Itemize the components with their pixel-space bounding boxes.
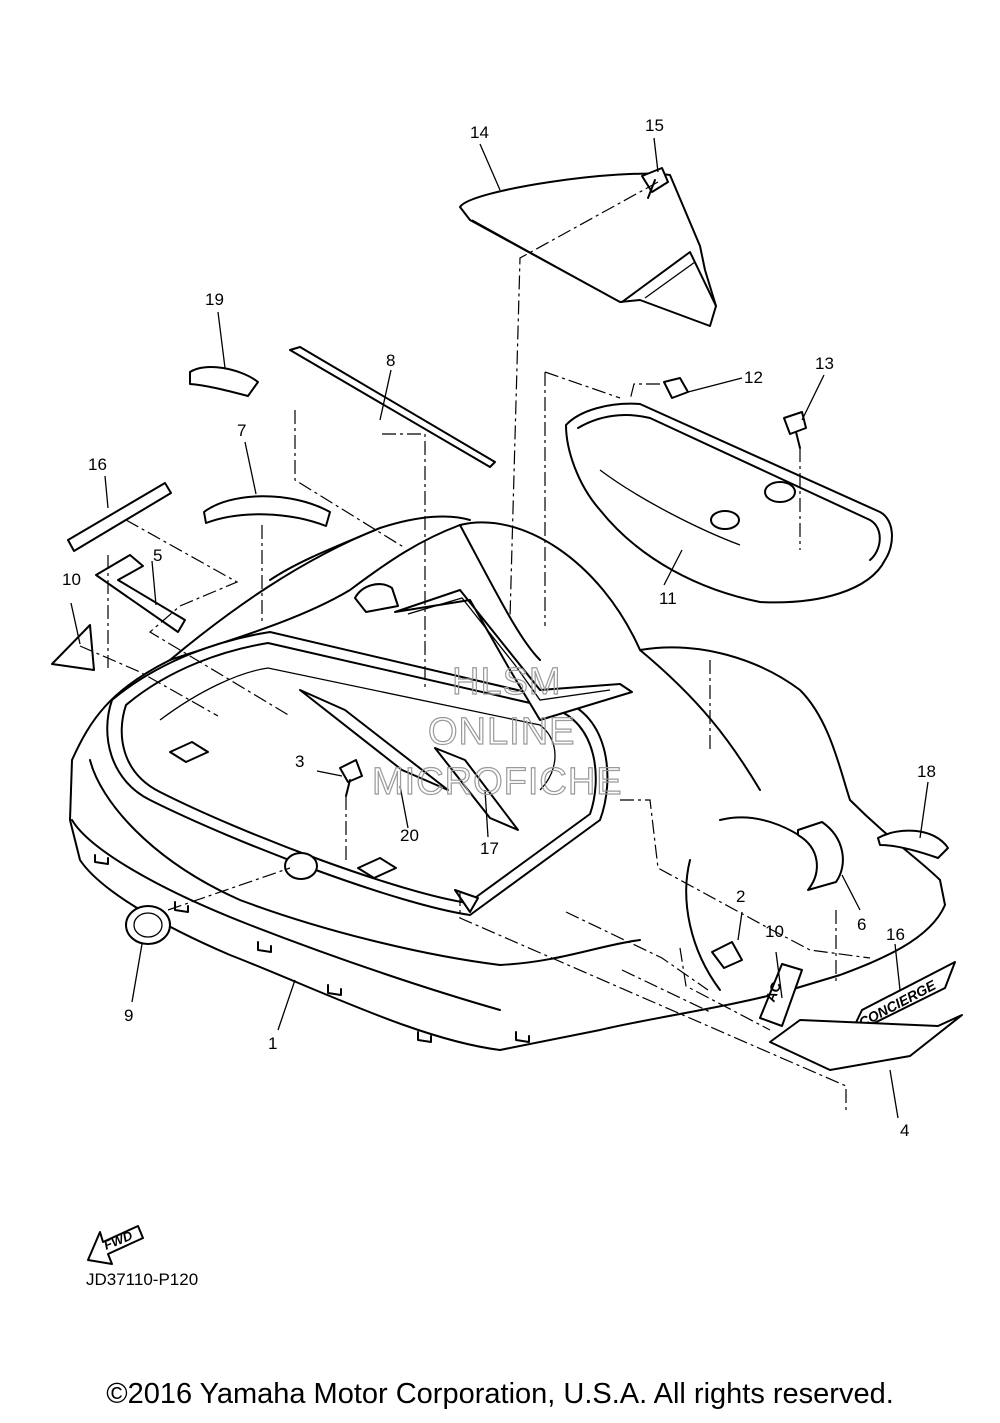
strip-6	[797, 821, 844, 891]
callout-5: 5	[153, 546, 162, 565]
plate-5	[95, 554, 186, 633]
fastener-2	[711, 941, 743, 969]
label-20	[299, 689, 449, 791]
fastener-3	[339, 759, 363, 797]
callout-4: 4	[900, 1121, 909, 1140]
plate-4	[769, 1014, 963, 1071]
grommet-9	[125, 905, 171, 945]
label-10-left	[51, 624, 95, 671]
watermark-line-2: ONLINE	[428, 711, 575, 753]
callout-9: 9	[124, 1006, 133, 1025]
callout-11: 11	[659, 589, 677, 608]
callout-8: 8	[386, 351, 395, 370]
callout-17: 17	[480, 839, 499, 858]
callout-2: 2	[736, 887, 745, 906]
callout-6: 6	[857, 915, 866, 934]
callout-20: 20	[400, 826, 419, 845]
decal-16-left	[67, 482, 172, 552]
callout-19: 19	[205, 290, 224, 309]
callout-numbers: 1 2 3 4 5 6 7 8 9 10 10 11 12 13 14 15 1…	[62, 116, 936, 1140]
storage-tray	[565, 402, 893, 604]
callout-3: 3	[295, 752, 304, 771]
diagram-code: JD37110-P120	[86, 1270, 199, 1289]
long-strip	[289, 346, 496, 468]
pad-19	[189, 366, 259, 397]
callout-16-right: 16	[886, 925, 905, 944]
badge-text: AC	[762, 979, 784, 1004]
cover-panel	[459, 172, 717, 327]
bolt-13	[783, 411, 807, 449]
watermark: HLSM ONLINE MICROFICHE	[371, 660, 623, 803]
callout-14: 14	[470, 123, 489, 142]
callout-12: 12	[744, 368, 763, 387]
callout-18: 18	[917, 762, 936, 781]
label-17	[434, 747, 519, 831]
callout-16-left: 16	[88, 455, 107, 474]
pad-18	[877, 829, 949, 859]
callout-7: 7	[237, 421, 246, 440]
callout-1: 1	[268, 1034, 277, 1053]
strip-7	[203, 495, 331, 527]
callout-10-left: 10	[62, 570, 81, 589]
watermark-line-3: MICROFICHE	[372, 761, 623, 803]
fwd-arrow-icon: FWD	[87, 1225, 144, 1265]
callout-15: 15	[645, 116, 664, 135]
assembly-lines	[79, 181, 871, 1110]
watermark-line-1: HLSM	[452, 661, 562, 703]
fastener-12	[663, 377, 689, 399]
copyright-notice: ©2016 Yamaha Motor Corporation, U.S.A. A…	[106, 1378, 894, 1410]
callout-10-right: 10	[765, 922, 784, 941]
callout-13: 13	[815, 354, 834, 373]
callout-leaders	[70, 137, 929, 1119]
